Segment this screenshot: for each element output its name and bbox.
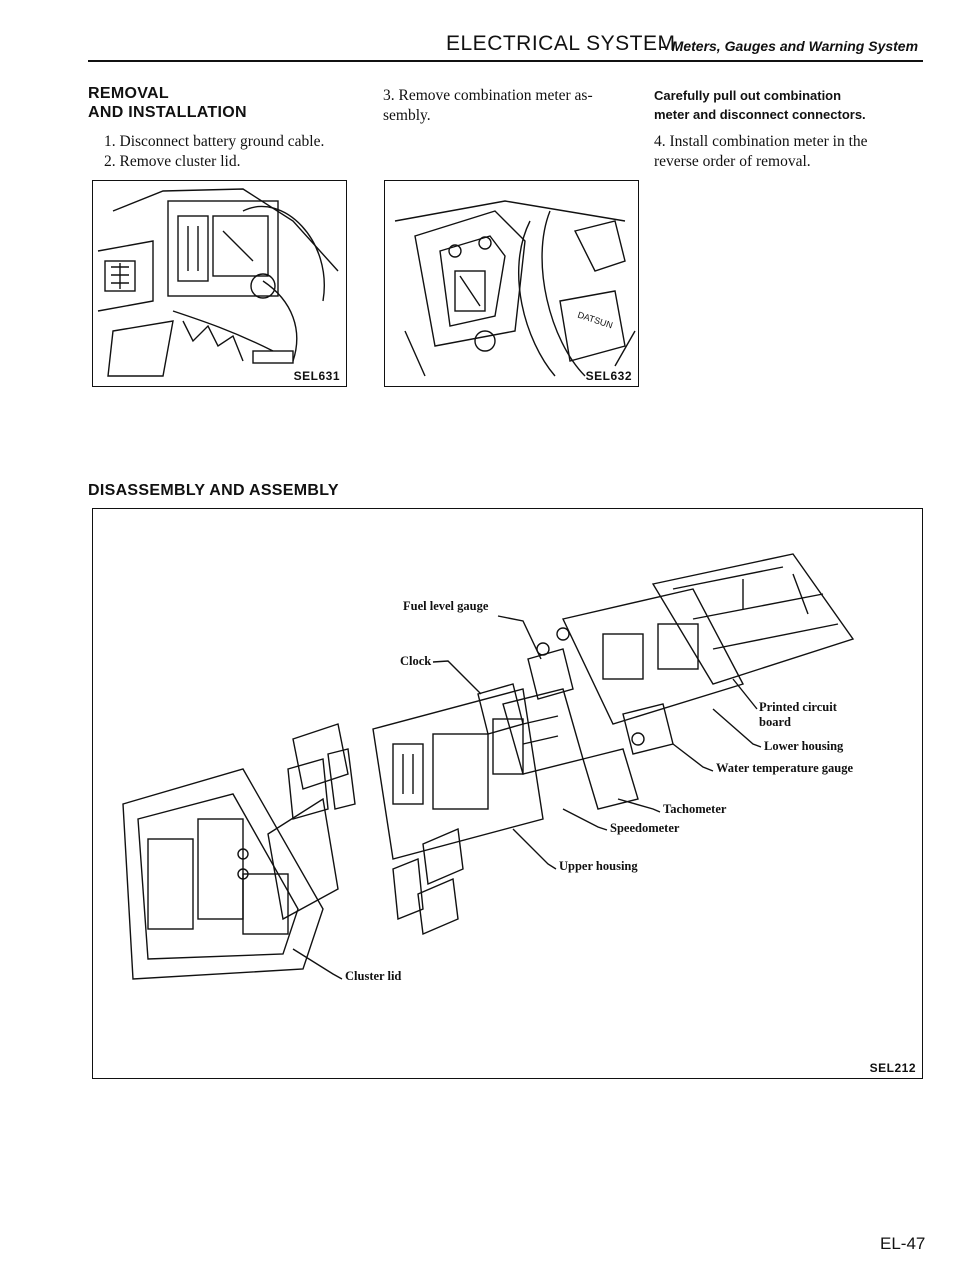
figure-code: SEL631	[293, 369, 340, 383]
step-4: 4. Install combination meter in the reve…	[654, 133, 868, 170]
tachometer-module	[582, 748, 639, 810]
label-speedometer: Speedometer	[610, 821, 680, 835]
fuel-gauge-module	[527, 648, 574, 700]
label-printed-circuit-board: Printed circuit board	[759, 700, 837, 729]
label-fuel-level-gauge: Fuel level gauge	[403, 599, 489, 613]
printed-circuit-board-shape	[651, 553, 855, 685]
figure-exploded-view: Fuel level gauge Clock Printed circuit b…	[92, 508, 923, 1079]
header-rule	[88, 60, 923, 62]
figure-cluster-lid-removal: SEL631	[92, 180, 347, 387]
removal-heading: REMOVAL AND INSTALLATION	[88, 85, 247, 121]
label-lower-housing: Lower housing	[764, 739, 844, 753]
figure-code: SEL632	[585, 369, 632, 383]
lower-housing-shape	[561, 588, 745, 725]
cluster-lid-shape	[122, 768, 324, 980]
dashboard-illustration	[97, 188, 339, 377]
page-number: EL-47	[880, 1234, 926, 1253]
step-2: 2. Remove cluster lid.	[104, 153, 241, 170]
label-tachometer: Tachometer	[663, 802, 727, 816]
label-upper-housing: Upper housing	[559, 859, 638, 873]
meter-assembly-illustration	[394, 200, 636, 377]
disassembly-heading: DISASSEMBLY AND ASSEMBLY	[88, 482, 339, 499]
step-1: 1. Disconnect battery ground cable.	[104, 133, 325, 150]
removal-steps: 1. Disconnect battery ground cable. 2. R…	[104, 132, 324, 172]
step-3: 3. Remove combination meter as- sembly.	[383, 87, 593, 124]
speedometer-module	[502, 688, 584, 775]
upper-housing-shape	[372, 688, 544, 860]
caution-note: Carefully pull out combination meter and…	[654, 88, 866, 122]
label-clock: Clock	[400, 654, 432, 668]
label-cluster-lid: Cluster lid	[345, 969, 402, 983]
label-water-temperature-gauge: Water temperature gauge	[716, 761, 853, 775]
water-temp-gauge-module	[622, 703, 674, 755]
figure-meter-removal: DATSUN SEL632	[384, 180, 639, 387]
figure-code: SEL212	[869, 1061, 916, 1075]
exploded-view-illustration	[122, 553, 855, 980]
header-title: ELECTRICAL SYSTEM	[446, 32, 676, 55]
header-subtitle: – Meters, Gauges and Warning System	[660, 38, 919, 54]
